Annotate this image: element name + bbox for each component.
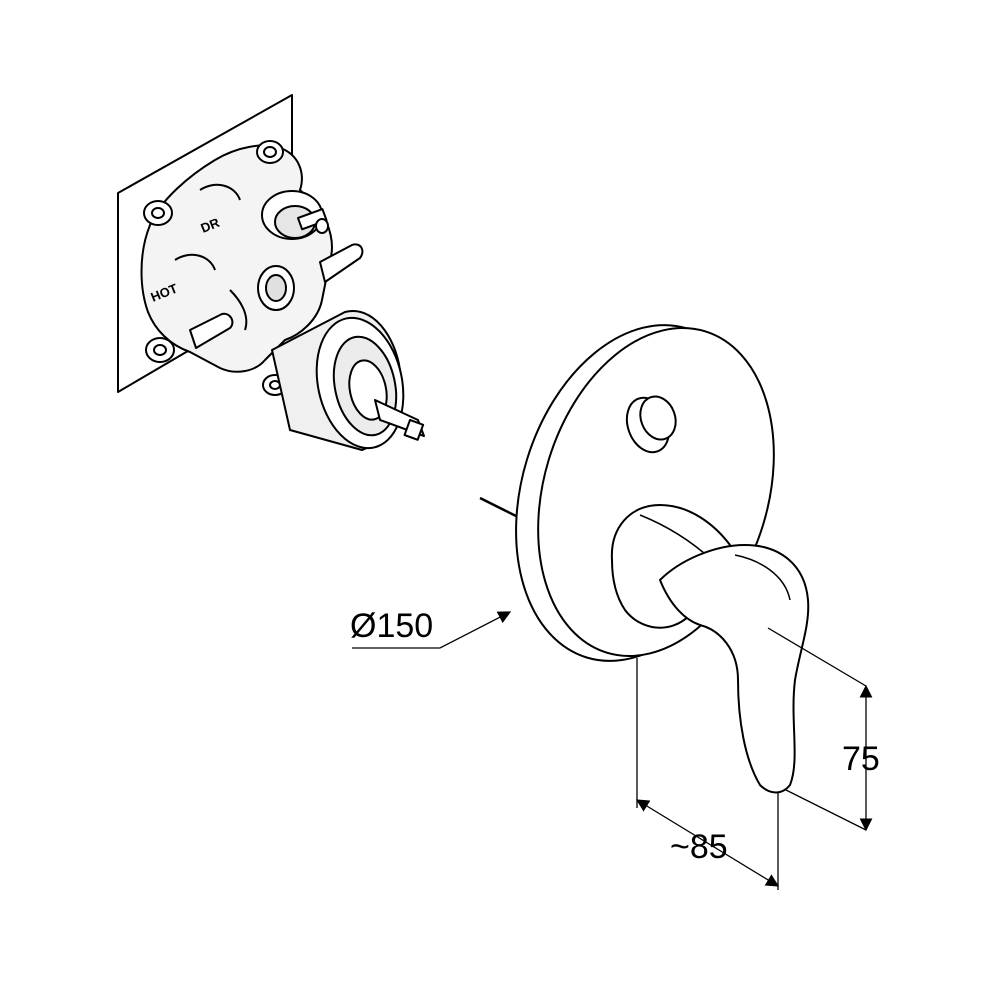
stop-valve (261, 190, 329, 240)
depth-dimension-line (635, 799, 780, 887)
height-extension-top (767, 627, 867, 687)
trim-assembly (479, 324, 810, 794)
diverter-knob (625, 395, 677, 454)
height-dimension: 75 (842, 740, 880, 778)
diameter-dimension: Ø150 (350, 607, 433, 645)
pipe-stub-right (319, 243, 364, 283)
depth-dimension: ~85 (670, 828, 728, 866)
dimension-lines (352, 611, 873, 890)
lever-handle (659, 544, 810, 794)
diverter-rod (479, 496, 521, 520)
diameter-leader (352, 611, 512, 649)
height-extension-bottom (785, 789, 867, 831)
handle-hub (610, 504, 731, 629)
cartridge (271, 309, 425, 451)
rough-in-valve-body (117, 94, 425, 451)
dr-label: DR (199, 215, 223, 236)
pipe-stub-left (189, 312, 234, 349)
